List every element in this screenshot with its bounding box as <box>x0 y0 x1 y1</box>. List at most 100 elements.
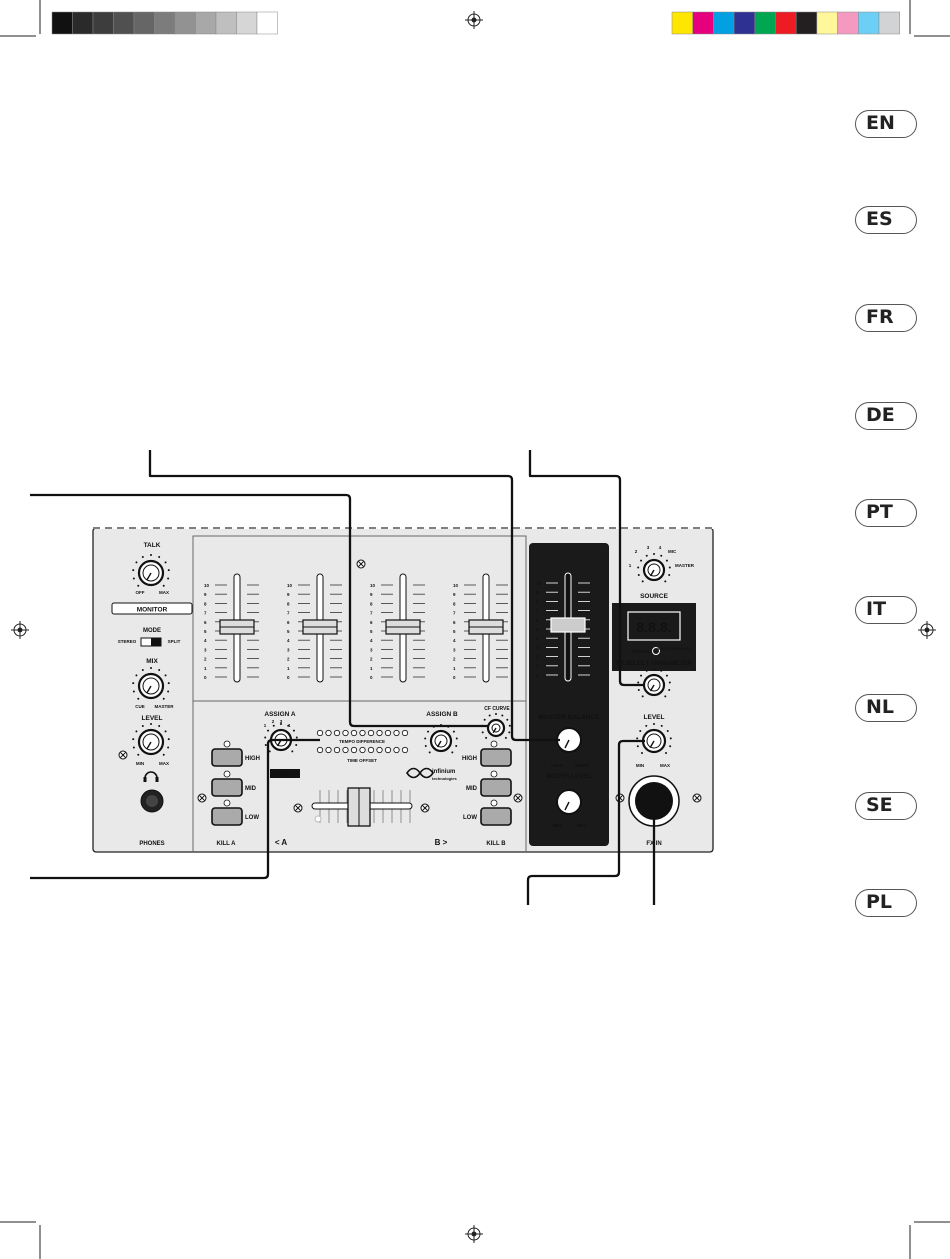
language-tab-pl[interactable]: PL <box>855 889 917 917</box>
knob-tick <box>481 731 484 734</box>
knob-tick <box>135 730 138 733</box>
master-scale-number: 3 <box>536 645 539 650</box>
tempo-led <box>393 729 400 737</box>
source-number: 1 <box>629 563 632 568</box>
knob-tick <box>137 584 140 587</box>
phones-level-knob <box>132 723 170 756</box>
knob-tick <box>653 553 655 555</box>
knob-tick <box>158 724 161 727</box>
offset-led <box>325 746 332 754</box>
knob-tick <box>424 744 427 747</box>
knob-pointer <box>649 684 655 692</box>
knob-tick <box>287 724 290 727</box>
tempo-led <box>350 729 358 737</box>
kill-a-button <box>211 778 243 797</box>
level-min-label: MIN <box>136 761 144 766</box>
fader-scale-number: 1 <box>204 666 207 671</box>
booth-min-label: MIN <box>553 823 561 828</box>
fader-scale-number: 2 <box>370 657 373 662</box>
language-tab-es[interactable]: ES <box>855 206 917 234</box>
master-balance-pointer <box>564 739 570 749</box>
knob-tick <box>295 743 298 746</box>
language-tab-de[interactable]: DE <box>855 402 917 430</box>
assign-a-knob <box>264 723 298 753</box>
knob-tick <box>132 569 135 572</box>
tempo-led <box>376 729 383 737</box>
gray-swatch <box>72 11 94 35</box>
fx-display <box>627 611 681 641</box>
screw <box>293 803 303 813</box>
knob-tick <box>280 723 282 725</box>
balance-left-label: LEFT <box>551 763 562 768</box>
knob-tick <box>137 753 140 756</box>
technologies-label: technologies <box>432 776 457 781</box>
knob-tick <box>455 737 458 740</box>
language-tab-se[interactable]: SE <box>855 792 917 820</box>
knob-tick <box>164 561 167 564</box>
headphones-icon <box>144 771 158 779</box>
color-swatch <box>795 11 818 35</box>
tempo-led <box>342 729 349 737</box>
master-scale-number: 7 <box>536 609 539 614</box>
language-tab-pt[interactable]: PT <box>855 499 917 527</box>
fader-scale-number: 0 <box>370 675 373 680</box>
offset-led <box>367 746 375 754</box>
knob-tick <box>645 724 648 727</box>
knob-tick <box>264 743 267 746</box>
master-scale-number: 8 <box>536 599 539 604</box>
gray-swatch <box>92 11 114 35</box>
kill-b-led <box>490 740 498 748</box>
kill-b-mid-label: MID <box>466 786 478 792</box>
color-swatch <box>858 11 880 35</box>
knob-tick <box>132 746 135 749</box>
fader-scale-number: 10 <box>370 583 376 588</box>
gray-swatch <box>215 11 237 35</box>
infinium-logo <box>406 767 434 779</box>
language-tab-fr[interactable]: FR <box>855 304 917 332</box>
source-number: 2 <box>635 549 638 554</box>
master-scale-number: 9 <box>536 590 539 595</box>
mode-switch-lever <box>151 638 161 646</box>
fx-select-knob <box>637 668 671 698</box>
crossfader-led <box>314 815 322 823</box>
fader-scale-number: 6 <box>204 620 207 625</box>
knob-tick <box>158 668 161 671</box>
language-tab-nl[interactable]: NL <box>855 694 917 722</box>
language-tab-it[interactable]: IT <box>855 596 917 624</box>
kill-b-button <box>480 807 512 826</box>
fader-scale-number: 7 <box>287 611 290 616</box>
knob-pointer <box>146 685 152 694</box>
screw <box>356 559 366 569</box>
kill-b-label: KILL B <box>486 841 506 847</box>
callout-line <box>148 450 560 742</box>
knob-tick <box>162 584 165 587</box>
registration-mark <box>465 11 483 29</box>
fader-scale-number: 5 <box>370 629 373 634</box>
knob-tick <box>272 724 275 727</box>
knob-tick <box>641 695 644 698</box>
knob-tick <box>637 566 640 569</box>
knob-tick <box>162 753 165 756</box>
gray-swatch <box>256 11 278 35</box>
color-swatch <box>713 11 735 35</box>
mix-knob <box>132 667 170 700</box>
assign-a-number: 2 <box>272 719 275 724</box>
language-tab-en[interactable]: EN <box>855 110 917 138</box>
knob-tick <box>167 577 170 580</box>
monitor-label: MONITOR <box>137 607 168 614</box>
fader-scale-number: 10 <box>453 583 459 588</box>
callout-line <box>30 493 488 728</box>
knob-tick <box>506 718 509 721</box>
knob-pointer <box>146 741 152 750</box>
kill-a-led <box>223 799 231 807</box>
screw <box>692 793 702 803</box>
registration-mark <box>11 621 29 639</box>
assign-a-number: 1 <box>264 723 267 728</box>
tempo-led <box>316 729 324 737</box>
source-label: SOURCE <box>640 593 668 600</box>
fx-select-label: FX SELECT / PARAMETER <box>616 661 692 667</box>
